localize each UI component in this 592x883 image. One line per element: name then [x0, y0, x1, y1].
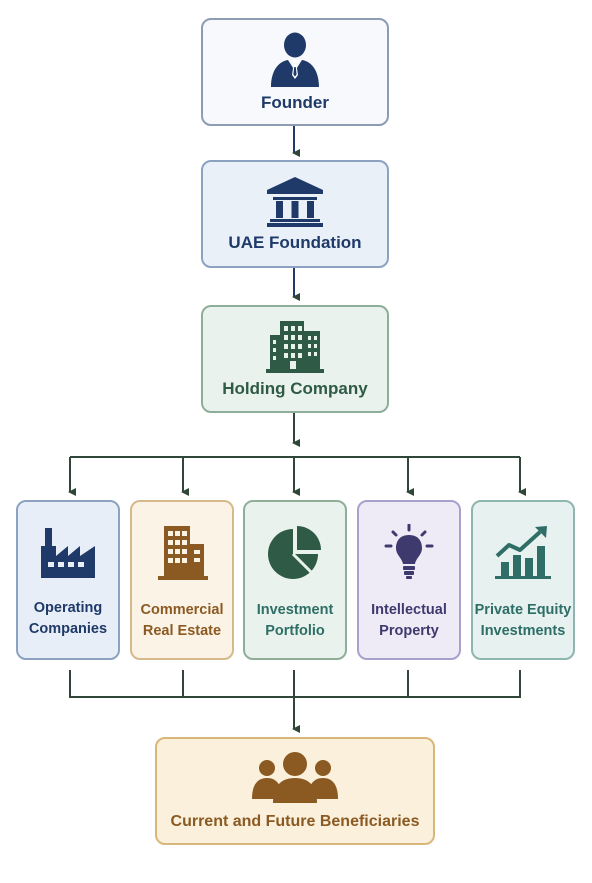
holding-label: Holding Company	[222, 379, 368, 398]
commercial-real-estate-label: Commercial Real Estate	[140, 602, 224, 639]
group-icon	[250, 751, 340, 805]
private-equity-label: Private Equity Investments	[474, 602, 572, 639]
factory-icon	[39, 524, 97, 578]
private-equity-node: Private Equity Investments	[471, 500, 575, 660]
person-icon	[268, 31, 322, 87]
beneficiaries-label: Current and Future Beneficiaries	[170, 813, 420, 830]
intellectual-property-label: Intellectual Property	[371, 602, 447, 639]
beneficiaries-node: Current and Future Beneficiaries	[155, 737, 435, 845]
investment-portfolio-node: Investment Portfolio	[243, 500, 347, 660]
foundation-node: UAE Foundation	[201, 160, 389, 268]
commercial-real-estate-node: Commercial Real Estate	[130, 500, 234, 660]
investment-portfolio-label: Investment Portfolio	[256, 602, 334, 639]
office-building-icon	[266, 319, 324, 373]
building-icon	[154, 524, 210, 580]
operating-companies-node: Operating Companies	[16, 500, 120, 660]
lightbulb-icon	[381, 524, 437, 580]
foundation-label: UAE Foundation	[228, 233, 362, 252]
holding-node: Holding Company	[201, 305, 389, 413]
institution-icon	[265, 175, 325, 227]
growth-chart-icon	[493, 524, 553, 580]
operating-companies-label: Operating Companies	[28, 600, 108, 637]
pie-chart-icon	[267, 524, 323, 580]
intellectual-property-node: Intellectual Property	[357, 500, 461, 660]
founder-label: Founder	[261, 93, 329, 112]
founder-node: Founder	[201, 18, 389, 126]
